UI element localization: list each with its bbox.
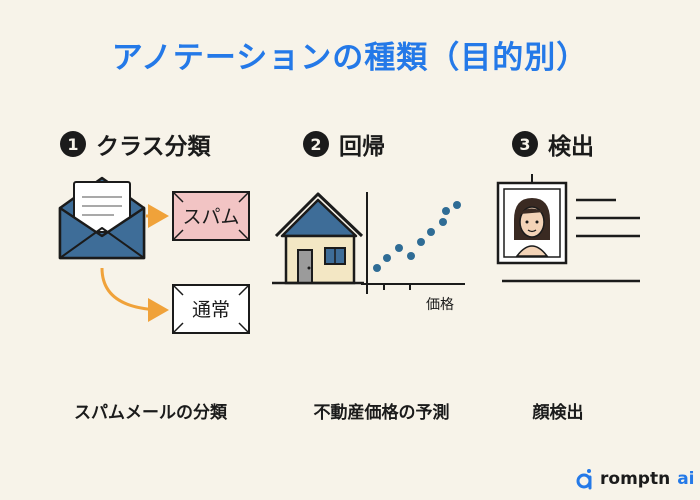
scatter-plot-icon: 価格 (361, 192, 465, 313)
normal-label: 通常 (192, 299, 230, 321)
face-photo-icon (496, 174, 568, 265)
scatter-point (439, 218, 447, 226)
section-heading-regression: 2 回帰 (303, 128, 385, 160)
logo-text: romptn (600, 469, 671, 489)
section-title: クラス分類 (96, 134, 211, 160)
brand-logo: romptn ai (575, 468, 695, 490)
caption-classification: スパムメールの分類 (74, 403, 227, 423)
scatter-points (373, 201, 461, 272)
scatter-point (417, 238, 425, 246)
logo-mark-icon (576, 469, 592, 490)
scatter-point (373, 264, 381, 272)
section-title: 検出 (548, 134, 594, 160)
page-title: アノテーションの種類（目的別） (111, 40, 589, 76)
scatter-point (442, 207, 450, 215)
house-icon (272, 192, 364, 285)
scatter-point (427, 228, 435, 236)
spam-label: スパム (182, 206, 239, 228)
spam-label-icon: スパム (172, 191, 250, 241)
caption-detection: 顔検出 (532, 403, 584, 423)
scatter-point (395, 244, 403, 252)
section-heading-classification: 1 クラス分類 (60, 128, 211, 160)
scatter-point (407, 252, 415, 260)
number-badge: 2 (303, 131, 329, 157)
logo-ai: ai (677, 469, 695, 489)
envelope-icon (58, 176, 146, 260)
text-lines-icon (502, 198, 640, 283)
axis-label: 価格 (426, 297, 454, 313)
arrow-to-normal (100, 267, 169, 322)
section-heading-detection: 3 検出 (512, 128, 594, 160)
number-badge: 1 (60, 131, 86, 157)
number-badge: 3 (512, 131, 538, 157)
scatter-point (383, 254, 391, 262)
caption-regression: 不動産価格の予測 (313, 403, 450, 423)
normal-label-icon: 通常 (172, 284, 250, 334)
section-title: 回帰 (339, 134, 385, 160)
scatter-point (453, 201, 461, 209)
